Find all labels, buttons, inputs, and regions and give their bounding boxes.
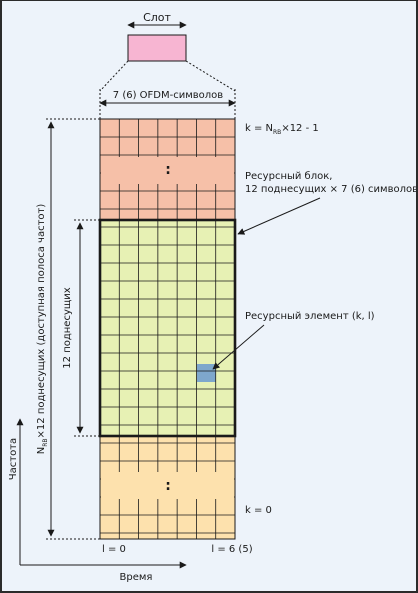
resource-element-pointer-arrow bbox=[212, 324, 265, 370]
bottom-band-gap bbox=[101, 472, 234, 499]
resource-block-outline bbox=[98, 218, 237, 438]
slot-box bbox=[127, 34, 187, 62]
time-axis-label: Время bbox=[120, 572, 153, 583]
resource-block-label-line2: 12 поднесущих × 7 (6) символов bbox=[245, 184, 416, 195]
resource-block-pointer-arrow bbox=[237, 197, 321, 235]
top-band-gap bbox=[101, 157, 234, 184]
l-end-label: l = 6 (5) bbox=[211, 544, 252, 555]
k-top-label: k = NRB×12 - 1 bbox=[245, 123, 319, 136]
resource-element-label: Ресурсный элемент (k, l) bbox=[245, 311, 375, 322]
l-start-label: l = 0 bbox=[102, 544, 126, 555]
top-ellipsis: : bbox=[165, 162, 171, 178]
resource-block-area bbox=[100, 220, 235, 436]
bandwidth-label: NRB×12 поднесущих (доступная полоса част… bbox=[36, 204, 49, 455]
k-bottom-label: k = 0 bbox=[245, 505, 272, 516]
slot-label: Слот bbox=[143, 11, 171, 24]
symbols-label: 7 (6) OFDM-символов bbox=[113, 90, 224, 101]
slot-expand-right-line bbox=[185, 60, 236, 92]
resource-block-label-line1: Ресурсный блок, bbox=[245, 171, 332, 182]
slot-expand-left-line bbox=[99, 60, 129, 92]
frequency-axis-label: Частота bbox=[8, 438, 19, 480]
bottom-ellipsis: : bbox=[165, 478, 171, 494]
resource-element-cell bbox=[197, 364, 216, 382]
subcarriers-label: 12 поднесущих bbox=[62, 287, 73, 368]
